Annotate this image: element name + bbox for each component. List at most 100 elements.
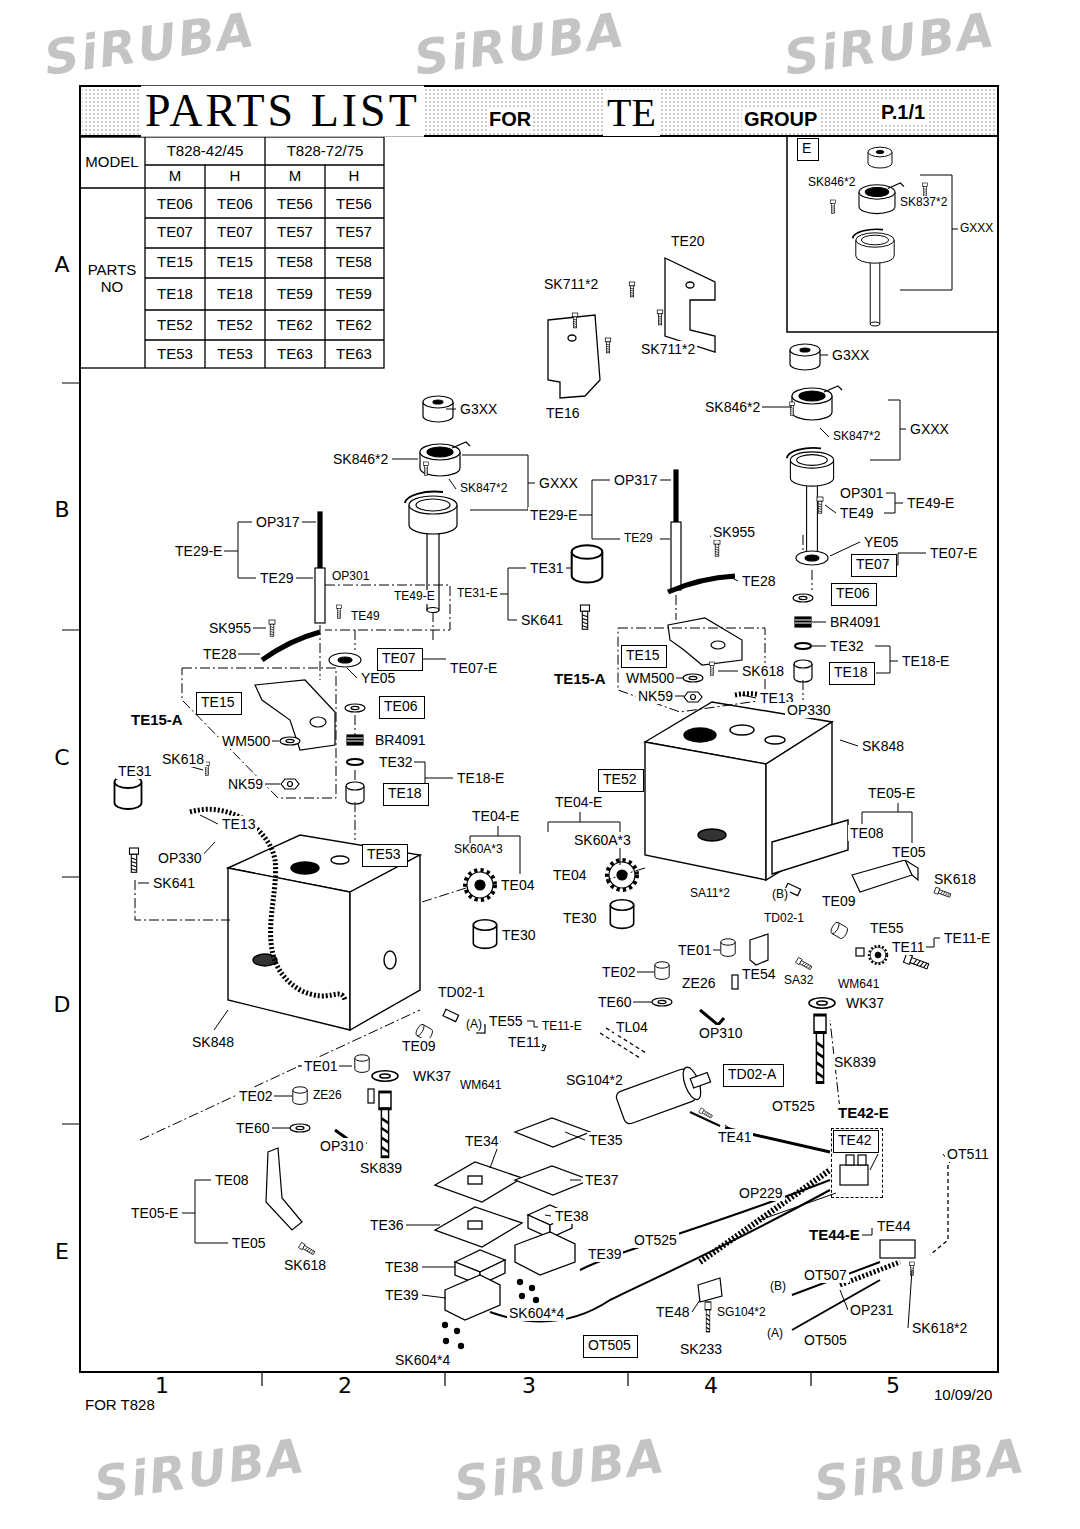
- title-part: GROUP: [742, 108, 819, 131]
- part-number: SG104*2: [715, 1306, 768, 1320]
- part-number: SK837*2: [898, 196, 949, 210]
- small-part: [671, 522, 681, 590]
- small-part: [840, 1165, 868, 1185]
- part-number: OP330: [156, 850, 204, 866]
- leader-line: [200, 815, 218, 824]
- part-number: TE38: [553, 1208, 590, 1224]
- part-number: OT505: [584, 1336, 637, 1354]
- table-cell: TE15: [215, 253, 255, 270]
- part-number: TE49: [349, 610, 382, 624]
- small-part: [266, 1148, 302, 1230]
- group-code: TE15-A: [129, 711, 185, 728]
- part-number: TE49-E: [905, 495, 956, 511]
- part-number: SK60A*3: [572, 832, 633, 848]
- small-part: [880, 1240, 915, 1258]
- small-part: [852, 860, 912, 892]
- part-number: TE15: [622, 646, 666, 664]
- watermark: SiRUBA: [89, 1428, 311, 1513]
- part-number: SK618: [282, 1257, 328, 1273]
- table-cell: M: [287, 167, 304, 184]
- part-number: TE31: [528, 560, 565, 576]
- grid-reference: A: [52, 252, 71, 277]
- part-number: BR4091: [828, 614, 883, 630]
- cable: [840, 1262, 900, 1285]
- group-code: TE44-E: [807, 1226, 862, 1243]
- small-part: [346, 782, 364, 804]
- part-number: TE32: [828, 638, 865, 654]
- cable: [190, 694, 948, 1330]
- bracket-line: [862, 1228, 872, 1235]
- small-part: [817, 497, 823, 513]
- table-cell: TE06: [155, 195, 195, 212]
- bracket-line: [182, 1180, 228, 1243]
- small-part: [683, 674, 703, 682]
- part-number: OT511: [945, 1146, 991, 1162]
- small-part: [130, 848, 139, 872]
- small-part: [318, 512, 322, 568]
- hook-assembly: [790, 402, 795, 416]
- assembly-line: [135, 535, 840, 1140]
- part-number: TE09: [820, 893, 857, 909]
- part-number: SA32: [782, 974, 815, 988]
- part-number: TE07: [378, 649, 422, 667]
- part-number: SG104*2: [564, 1072, 625, 1088]
- machine-body: [698, 829, 726, 841]
- part-number: SK839: [358, 1160, 404, 1176]
- bracket-part: [686, 282, 694, 288]
- small-part: [705, 1302, 711, 1332]
- part-number: TE53: [363, 845, 407, 863]
- part-number: TE30: [561, 910, 598, 926]
- table-cell: TE53: [215, 345, 255, 362]
- part-number: TE08: [213, 1172, 250, 1188]
- leader-line: [449, 479, 456, 489]
- leader-line: [692, 1300, 700, 1312]
- circuit-board: [444, 1339, 449, 1344]
- part-number: TE11-E: [540, 1020, 584, 1034]
- part-number: SK846*2: [331, 451, 390, 467]
- part-number: OP317: [254, 514, 302, 530]
- small-part: [710, 662, 715, 676]
- small-part: [652, 998, 672, 1006]
- circuit-board: [468, 1176, 482, 1184]
- table-cell: TE18: [215, 285, 255, 302]
- bracket-part: [665, 258, 715, 352]
- part-number: TE04: [499, 877, 536, 893]
- small-part: [711, 641, 725, 649]
- part-number: TE05: [890, 844, 927, 860]
- grid-reference: 1: [153, 1373, 171, 1398]
- machine-body: [765, 736, 785, 744]
- small-part: [610, 900, 633, 929]
- part-number: GXXX: [908, 421, 951, 437]
- watermark: SiRUBA: [449, 1428, 671, 1513]
- table-grid: [145, 137, 325, 368]
- leader-line: [214, 1010, 228, 1030]
- machine-body: [384, 951, 396, 969]
- small-part: [281, 779, 299, 789]
- part-number: TE48: [654, 1304, 691, 1320]
- table-cell: TE63: [334, 345, 374, 362]
- part-number: TE38: [383, 1259, 420, 1275]
- watermark: SiRUBA: [779, 2, 1001, 87]
- table-cell: PARTS NO: [82, 261, 142, 296]
- machine-body: [228, 702, 848, 1030]
- part-number: TL04: [614, 1019, 650, 1035]
- grid-reference: B: [52, 497, 71, 522]
- hook-assembly: [424, 462, 429, 476]
- small-part: [684, 692, 702, 702]
- circuit-board: [518, 1280, 523, 1285]
- leader-line: [718, 671, 738, 672]
- watermark: SiRUBA: [409, 2, 631, 87]
- table-cell: TE59: [275, 285, 315, 302]
- part-number: SK955: [207, 620, 253, 636]
- part-number: TE07-E: [928, 545, 979, 561]
- part-number: SK233: [678, 1341, 724, 1357]
- machine-body: [331, 856, 349, 864]
- part-number: OT507: [802, 1267, 849, 1283]
- bracket-part: [568, 335, 576, 341]
- leader-line: [870, 1154, 878, 1170]
- part-number: TE09: [400, 1038, 437, 1054]
- table-cell: T828-42/45: [165, 142, 246, 159]
- part-box: TE18: [383, 783, 429, 806]
- leader-line: [422, 1295, 446, 1298]
- leader-line: [812, 622, 826, 623]
